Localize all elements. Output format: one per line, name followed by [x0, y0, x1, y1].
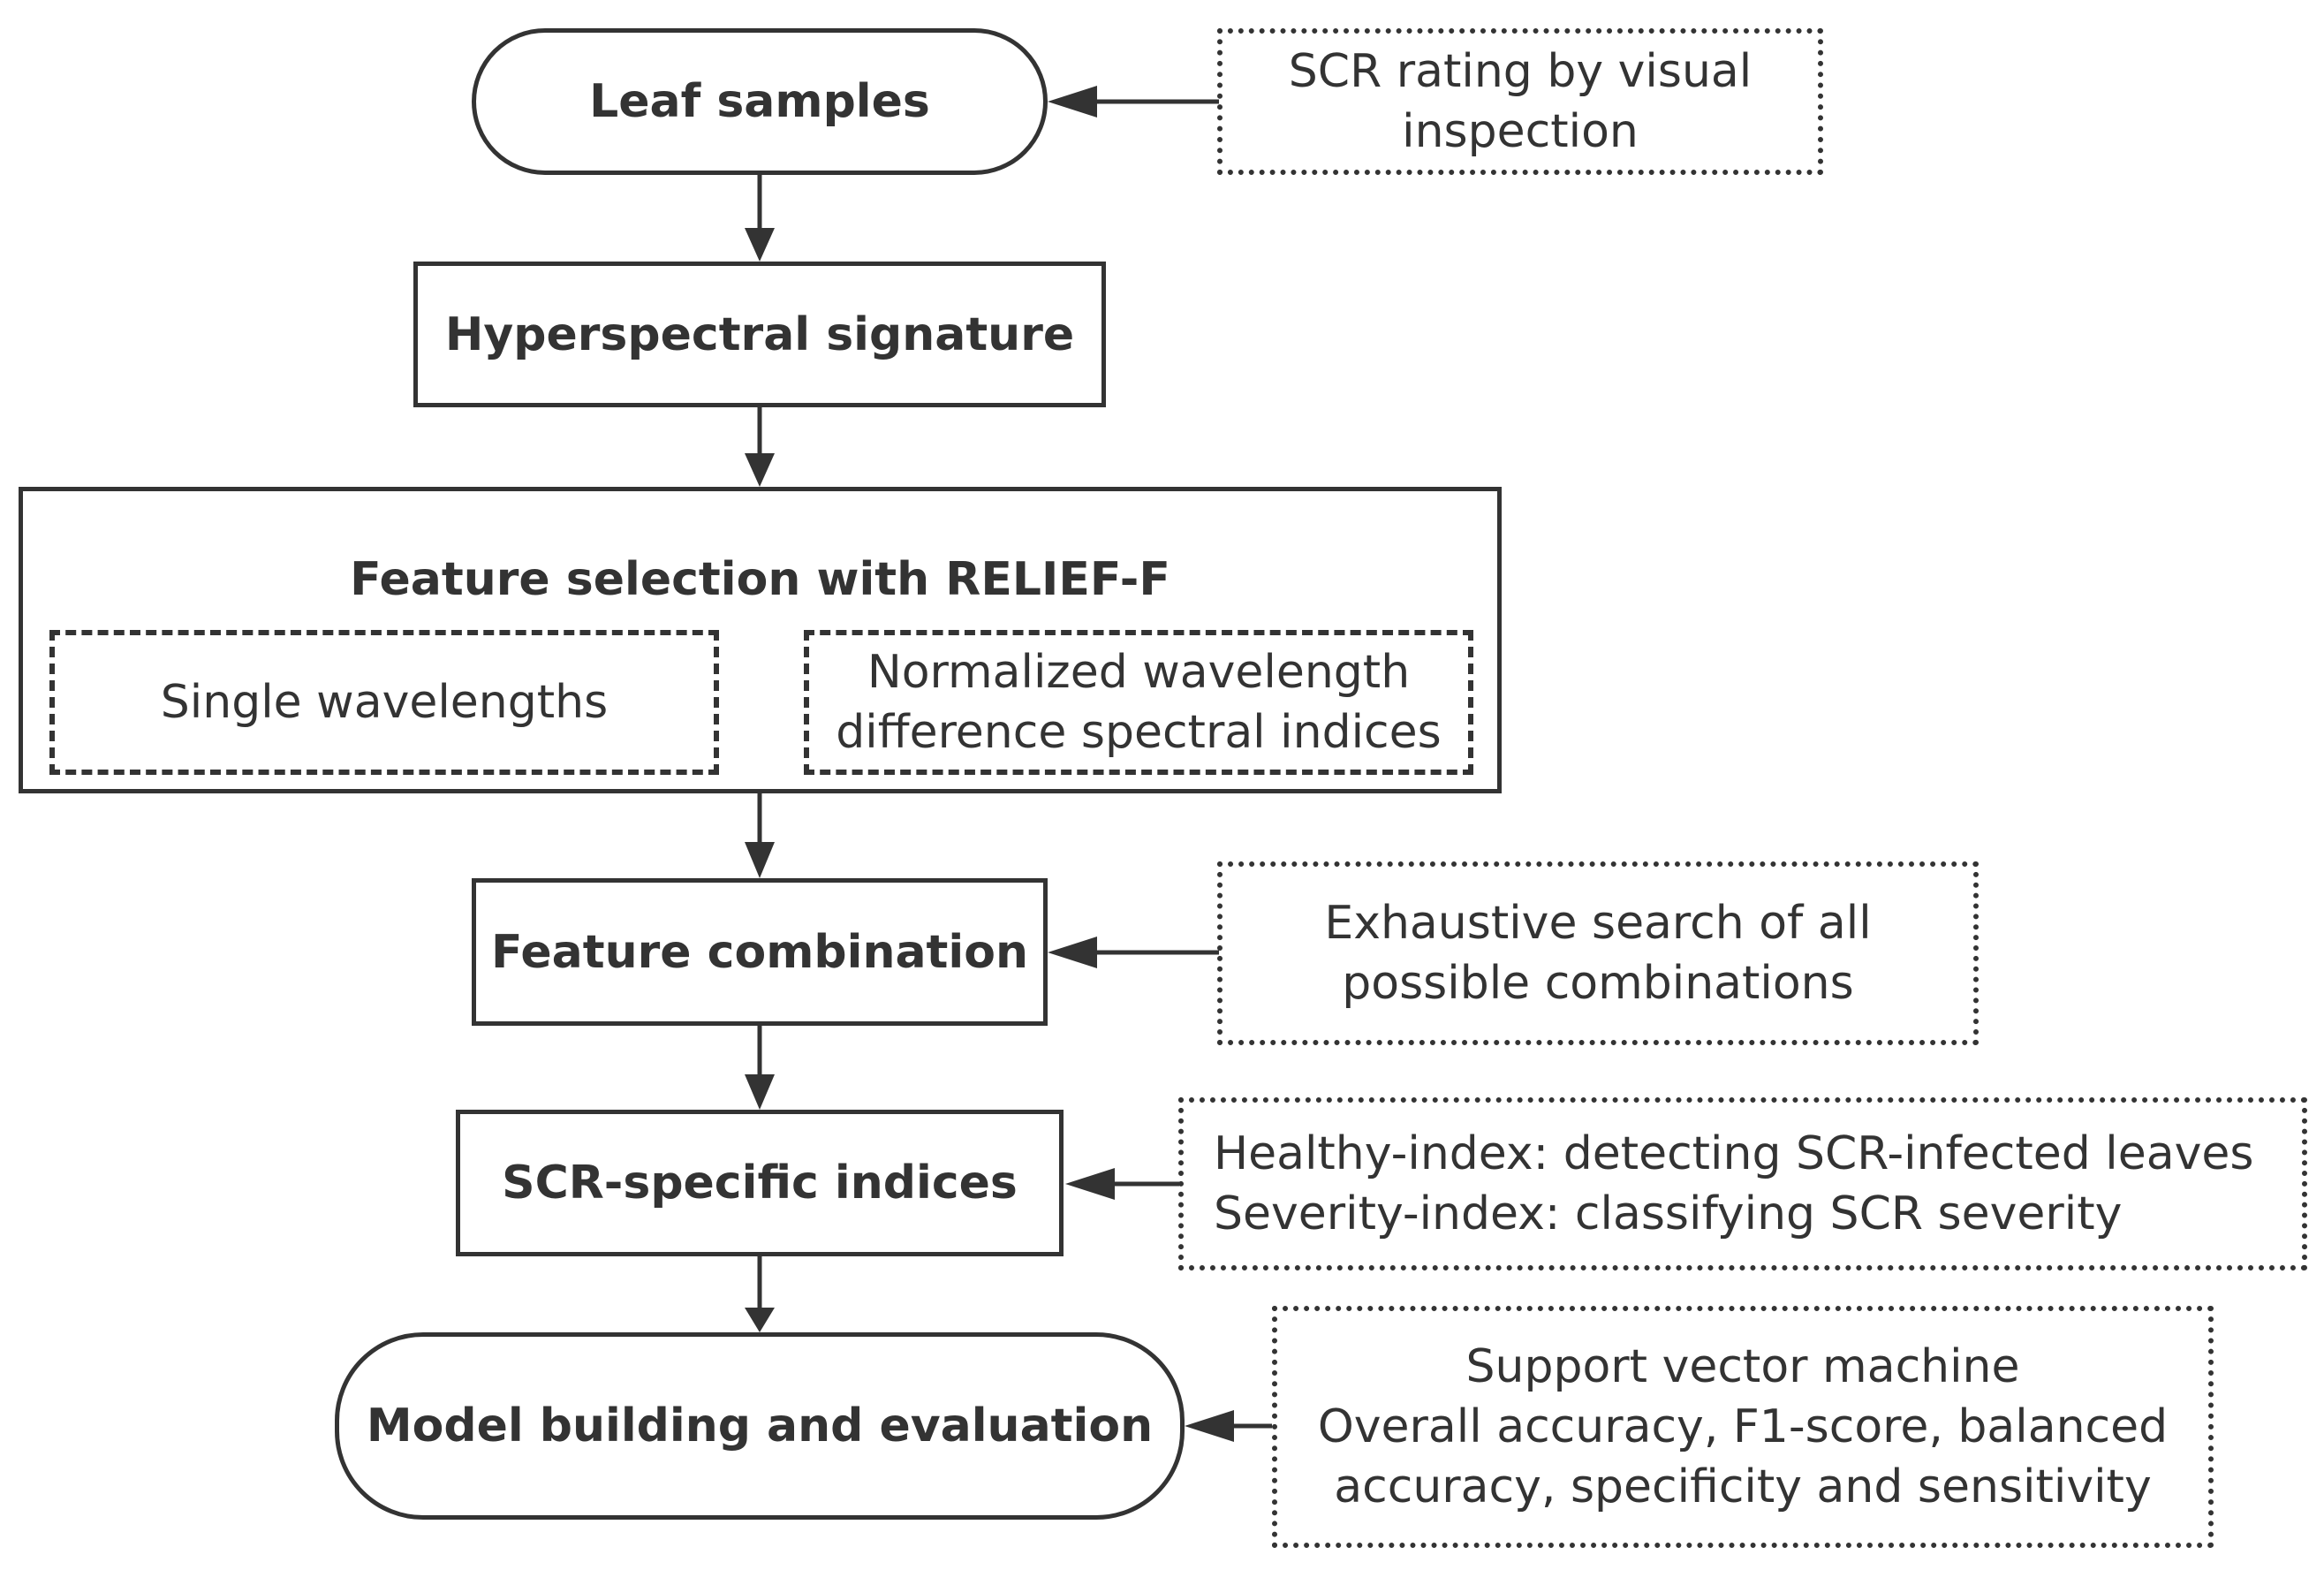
- scr-indices-node: SCR-specific indices: [456, 1110, 1064, 1256]
- single-wavelengths-box: Single wavelengths: [49, 630, 719, 775]
- scr-rating-note: SCR rating by visual inspection: [1217, 28, 1823, 175]
- leaf-samples-node: Leaf samples: [472, 28, 1048, 175]
- arrowhead-hyper: [745, 228, 775, 262]
- indices-description-line-1: Healthy-index: detecting SCR-infected le…: [1214, 1127, 2254, 1180]
- feature-selection-title: Feature selection with RELIEF-F: [350, 553, 1170, 606]
- model-description-line-2: Overall accuracy, F1-score, balanced: [1317, 1400, 2169, 1453]
- model-building-node: Model building and evaluation: [335, 1332, 1185, 1520]
- normalized-indices-line-1: Normalized wavelength: [867, 646, 1411, 699]
- arrowhead-model: [745, 1308, 775, 1332]
- exhaustive-search-line-1: Exhaustive search of all: [1324, 897, 1872, 950]
- arrowhead-leaf: [1048, 86, 1097, 118]
- hyperspectral-signature-node: Hyperspectral signature: [413, 262, 1106, 407]
- arrowhead-indices: [745, 1074, 775, 1110]
- normalized-indices-line-2: difference spectral indices: [836, 706, 1442, 759]
- scr-rating-line-2: inspection: [1402, 105, 1639, 158]
- normalized-indices-box: Normalized wavelength difference spectra…: [804, 630, 1473, 775]
- single-wavelengths-label: Single wavelengths: [160, 676, 609, 729]
- hyperspectral-signature-label: Hyperspectral signature: [444, 307, 1075, 361]
- arrowhead-combination-side: [1048, 937, 1097, 968]
- arrowhead-indices-side: [1065, 1168, 1115, 1200]
- feature-selection-node: [19, 487, 1502, 793]
- model-description-line-3: accuracy, specificity and sensitivity: [1334, 1460, 2152, 1513]
- scr-indices-label: SCR-specific indices: [502, 1157, 1018, 1210]
- feature-combination-node: Feature combination: [472, 878, 1048, 1026]
- exhaustive-search-line-2: possible combinations: [1342, 957, 1854, 1010]
- indices-description-line-2: Severity-index: classifying SCR severity: [1214, 1187, 2123, 1240]
- feature-combination-label: Feature combination: [491, 925, 1028, 979]
- exhaustive-search-note: Exhaustive search of all possible combin…: [1217, 861, 1979, 1045]
- arrowhead-model-side: [1185, 1410, 1234, 1442]
- model-building-label: Model building and evaluation: [366, 1399, 1154, 1452]
- model-description-note: Support vector machine Overall accuracy,…: [1272, 1306, 2214, 1548]
- leaf-samples-label: Leaf samples: [589, 75, 930, 128]
- arrowhead-selection: [745, 453, 775, 487]
- scr-rating-line-1: SCR rating by visual: [1288, 45, 1752, 98]
- arrowhead-combination: [745, 842, 775, 878]
- model-description-line-1: Support vector machine: [1465, 1340, 2020, 1393]
- indices-description-note: Healthy-index: detecting SCR-infected le…: [1178, 1097, 2307, 1270]
